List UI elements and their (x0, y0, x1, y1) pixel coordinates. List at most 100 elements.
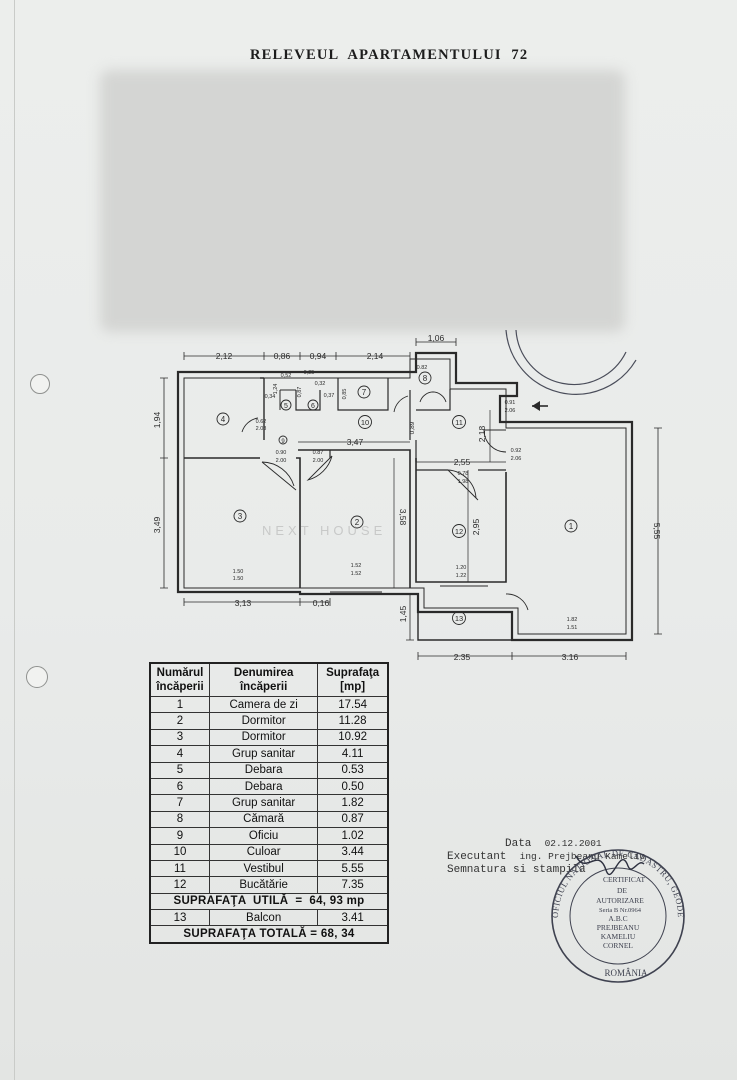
column-header: Suprafaţa [mp] (317, 662, 389, 697)
opening-label: 2.00 (313, 458, 324, 464)
cell-area: 11.28 (317, 712, 389, 730)
cell-number: 5 (149, 761, 210, 779)
cell-area: 1.02 (317, 827, 389, 845)
cell-area: 4.11 (317, 745, 389, 763)
stamp-text: AUTORIZARE (596, 896, 644, 905)
cell-number: 7 (149, 794, 210, 812)
punch-hole-top (30, 374, 50, 394)
cell-area: 17.54 (317, 695, 389, 714)
opening-label: 1.82 (567, 617, 578, 623)
partial-stamp-top (505, 329, 637, 395)
cell-number: 11 (149, 859, 210, 878)
executant-label: Executant (447, 851, 507, 863)
cell-number: 12 (149, 876, 210, 894)
opening-label: 2.06 (511, 456, 522, 462)
date-value: 02.12.2001 (544, 838, 602, 849)
room-label: 9 (281, 439, 285, 445)
stamp-bottom-text: ROMÂNIA (604, 968, 648, 978)
redacted-area (100, 70, 625, 332)
opening-label: 1.22 (456, 573, 467, 579)
cell-area: 0.87 (317, 810, 389, 829)
dimension-label: 0,87 (297, 387, 303, 398)
stamp-text: PREJBEANU (597, 923, 640, 932)
cell-area: 10.92 (317, 728, 389, 747)
dimension-label: 0,32 (315, 381, 326, 387)
dimension-label: 3,47 (347, 437, 364, 447)
stamp-text: KAMELIU (601, 932, 636, 941)
column-header: Denumirea încăperii (208, 662, 319, 697)
cell-number: 8 (149, 810, 210, 829)
dimension-label: 3,58 (398, 509, 408, 526)
cell-name: Dormitor (208, 728, 319, 747)
opening-label: 0.91 (505, 400, 516, 406)
stamp-text: DE (617, 886, 627, 895)
dimension-label: 0,16 (313, 598, 330, 608)
stamp-text: A.B.C (608, 914, 627, 923)
dimension-label: 0,85 (342, 389, 348, 400)
dimension-label: 3,13 (235, 598, 252, 608)
dimension-label: 2,14 (367, 351, 384, 361)
opening-label: 0.62 (256, 419, 267, 425)
cell-name: Oficiu (208, 827, 319, 845)
dimension-label: 1,24 (273, 384, 279, 395)
room-label: 12 (455, 527, 463, 536)
cell-name: Debara (208, 761, 319, 779)
handwritten-signature (575, 855, 645, 876)
opening-label: 1.52 (351, 571, 362, 577)
official-stamp: OFICIUL NAŢIONAL DE CADASTRU, GEODEZIE Ş… (546, 836, 686, 983)
grand-total-row: SUPRAFAŢA TOTALĂ = 68, 34 (149, 925, 389, 944)
opening-label: 0.87 (313, 450, 324, 456)
column-header: Numărul încăperii (149, 662, 210, 697)
opening-label: 1.50 (233, 576, 244, 582)
opening-label: 0.92 (511, 448, 522, 454)
dimension-label: 1,94 (152, 411, 162, 428)
cell-area: 5.55 (317, 859, 389, 878)
dimension-label: 0,86 (274, 351, 291, 361)
useful-total-row: SUPRAFAŢA UTILĂ = 64, 93 mp (149, 892, 389, 911)
dimension-label: 2,18 (477, 425, 487, 442)
page-title: RELEVEUL APARTAMENTULUI 72 (250, 47, 529, 63)
room-label: 4 (221, 415, 226, 424)
cell-number: 10 (149, 843, 210, 861)
cell-name: Balcon (208, 909, 319, 927)
room-label: 1 (569, 522, 574, 531)
signature-label: Semnatura si stampila (447, 864, 586, 876)
stamp-text: CORNEL (603, 941, 633, 950)
executant-value: ing. Prejbeanu Kameliu (519, 851, 646, 862)
cell-area: 0.50 (317, 777, 389, 796)
dimension-label: 0,34 (265, 394, 276, 400)
dimension-label: 1,45 (398, 605, 408, 622)
cell-number: 1 (149, 695, 210, 714)
room-label: 8 (423, 374, 428, 383)
cell-number: 3 (149, 728, 210, 747)
opening-label: 1.50 (233, 569, 244, 575)
cell-area: 3.44 (317, 843, 389, 861)
cell-number: 4 (149, 745, 210, 763)
watermark: NEXT HOUSE (262, 523, 387, 538)
opening-label: 0.78 (458, 471, 469, 477)
cell-name: Culoar (208, 843, 319, 861)
opening-label: 2.00 (276, 458, 287, 464)
dimension-label: 0,94 (310, 351, 327, 361)
dimension-label: 2,35 (454, 652, 471, 660)
opening-label: 1.98 (458, 479, 469, 485)
room-label: 6 (311, 403, 315, 410)
dimension-label: 0,37 (324, 393, 335, 399)
room-label: 13 (455, 614, 463, 623)
opening-label: 0.90 (276, 450, 287, 456)
room-label: 3 (238, 512, 243, 521)
cell-name: Grup sanitar (208, 794, 319, 812)
punch-hole-bottom (26, 666, 48, 688)
dimension-label: 1,06 (428, 333, 445, 343)
cell-name: Grup sanitar (208, 745, 319, 763)
executant-line: Executant ing. Prejbeanu Kameliu (447, 851, 645, 863)
